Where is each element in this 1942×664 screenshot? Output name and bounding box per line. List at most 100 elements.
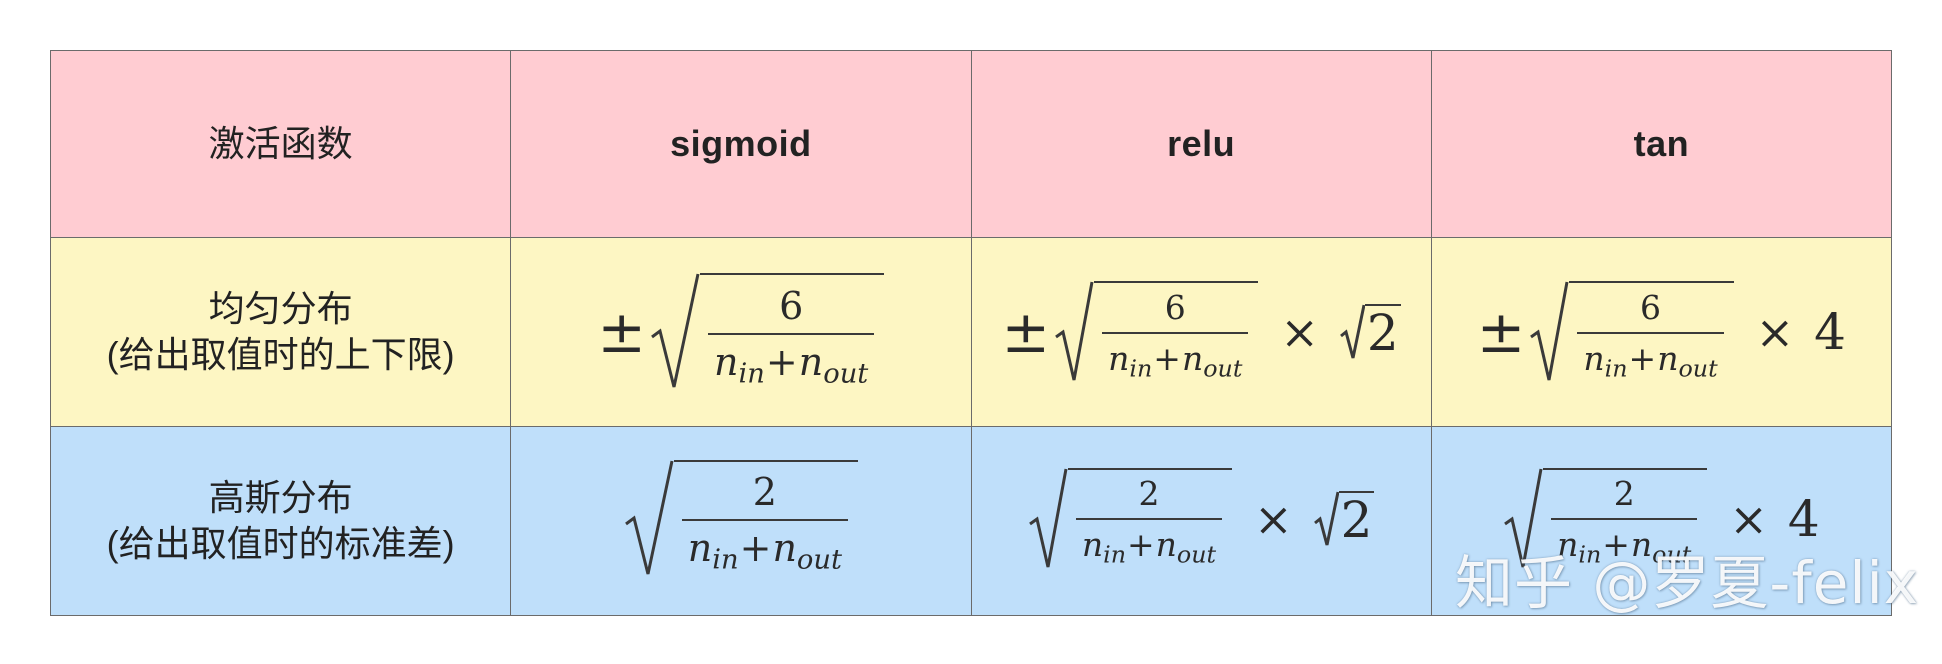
header-col-tan: tan — [1430, 50, 1893, 238]
times-symbol: × — [1755, 305, 1795, 359]
denom-plus: + — [1602, 525, 1630, 565]
numerator: 2 — [752, 470, 777, 515]
header-label: 激活函数 — [208, 123, 353, 164]
activation-init-table-container: 激活函数 sigmoid relu tan 均匀分布 (给出取值时的上下限) ± — [49, 50, 1893, 616]
denom-n: n — [772, 526, 797, 571]
denom-sub-in: in — [1578, 540, 1602, 569]
denom-sub-in: in — [712, 544, 739, 576]
numerator: 6 — [1164, 287, 1186, 327]
fraction-bar — [1551, 518, 1698, 521]
numerator: 6 — [1639, 287, 1661, 327]
radicand: 2 nin+nout — [1543, 467, 1708, 570]
plus-minus-symbol: ± — [1001, 298, 1051, 366]
formula-uniform-sigmoid: ± 6 nin+nout — [597, 273, 885, 391]
table-header-row: 激活函数 sigmoid relu tan — [49, 50, 1893, 238]
denom-sub-out: out — [823, 358, 869, 390]
denom-n: n — [1181, 338, 1204, 378]
radical-sign-icon — [1313, 491, 1339, 545]
formula-cell-uniform-relu: ± 6 nin+nout × — [970, 237, 1432, 427]
radical-sign-icon — [1339, 304, 1365, 359]
table-row-gaussian: 高斯分布 (给出取值时的标准差) 2 nin+nout — [49, 426, 1893, 616]
radical-sign-icon — [1530, 281, 1569, 381]
denom-plus: + — [1153, 338, 1181, 378]
row-label-note: (给出取值时的上下限) — [106, 334, 455, 375]
denominator: nin+nout — [1551, 520, 1697, 568]
plus-minus-symbol: ± — [1476, 298, 1526, 366]
fraction: 2 nin+nout — [1551, 474, 1698, 568]
denom-n: n — [1657, 338, 1679, 378]
table-row-uniform: 均匀分布 (给出取值时的上下限) ± 6 ni — [49, 237, 1893, 427]
radicand: 2 nin+nout — [673, 459, 859, 578]
fraction: 6 nin+nout — [1577, 287, 1724, 382]
denom-n: n — [798, 339, 824, 384]
times-symbol: × — [1729, 491, 1768, 546]
column-title: relu — [1167, 123, 1236, 164]
denominator: nin+nout — [708, 335, 874, 389]
column-title: sigmoid — [670, 123, 812, 164]
denominator: nin+nout — [1577, 334, 1723, 382]
denom-sub-out: out — [1176, 540, 1217, 569]
denom-plus: + — [1628, 338, 1657, 378]
formula-gaussian-tan: 2 nin+nout × 4 — [1503, 467, 1820, 570]
denom-n: n — [714, 339, 739, 384]
denom-plus: + — [1127, 525, 1155, 565]
numerator: 6 — [779, 283, 804, 328]
denom-sub-in: in — [1604, 354, 1628, 383]
denom-plus: + — [739, 526, 772, 571]
denominator: nin+nout — [1076, 520, 1222, 568]
header-label-cell: 激活函数 — [49, 50, 512, 238]
square-root: 6 nin+nout — [650, 273, 885, 391]
radicand: 6 nin+nout — [1094, 281, 1259, 383]
square-root: 6 nin+nout — [1529, 281, 1734, 383]
denom-sub-out: out — [1203, 354, 1243, 383]
square-root-two: 2 — [1313, 490, 1375, 549]
multiplier-value: 4 — [1787, 489, 1820, 548]
row-label-gaussian: 高斯分布 (给出取值时的标准差) — [49, 426, 512, 616]
formula-uniform-relu: ± 6 nin+nout × — [1002, 281, 1401, 383]
formula-cell-gaussian-sigmoid: 2 nin+nout — [510, 426, 972, 616]
header-col-sigmoid: sigmoid — [510, 50, 972, 238]
multiplier-value: 4 — [1814, 303, 1846, 361]
times-symbol: × — [1280, 305, 1319, 359]
fraction-bar — [681, 519, 849, 522]
square-root: 6 nin+nout — [1054, 281, 1259, 383]
radicand-two: 2 — [1364, 304, 1401, 362]
fraction-bar — [1075, 518, 1223, 521]
denom-sub-out: out — [796, 544, 843, 576]
activation-init-table: 激活函数 sigmoid relu tan 均匀分布 (给出取值时的上下限) ± — [49, 50, 1893, 616]
denom-plus: + — [765, 339, 798, 384]
square-root: 2 nin+nout — [624, 459, 859, 578]
fraction: 2 nin+nout — [1075, 474, 1223, 568]
watermark: 知乎 @罗夏-felix — [1455, 549, 1920, 617]
denominator: nin+nout — [682, 521, 848, 575]
fraction-bar — [708, 332, 875, 335]
radicand-two: 2 — [1338, 490, 1375, 549]
radical-sign-icon — [624, 460, 674, 574]
radical-sign-icon — [1028, 468, 1068, 567]
denom-n: n — [1583, 338, 1605, 378]
numerator: 2 — [1613, 474, 1635, 514]
square-root: 2 nin+nout — [1503, 467, 1708, 570]
radicand: 6 nin+nout — [1569, 281, 1734, 383]
denom-n: n — [1630, 525, 1653, 565]
radical-sign-icon — [1055, 281, 1094, 381]
formula-gaussian-relu: 2 nin+nout × 2 — [1028, 467, 1375, 570]
denom-n: n — [1557, 525, 1579, 565]
numerator: 2 — [1138, 474, 1160, 514]
denominator: nin+nout — [1102, 334, 1248, 382]
radicand: 2 nin+nout — [1067, 467, 1233, 570]
fraction: 6 nin+nout — [1102, 287, 1249, 382]
denom-n: n — [1155, 525, 1177, 565]
row-label-title: 均匀分布 — [208, 288, 353, 329]
denom-sub-out: out — [1652, 540, 1692, 569]
times-symbol: × — [1254, 491, 1293, 546]
square-root-two: 2 — [1339, 304, 1401, 360]
header-col-relu: relu — [970, 50, 1432, 238]
column-title: tan — [1633, 123, 1690, 164]
formula-gaussian-sigmoid: 2 nin+nout — [624, 459, 859, 578]
fraction: 2 nin+nout — [681, 470, 849, 575]
denom-n: n — [1081, 525, 1104, 565]
fraction-bar — [1102, 331, 1249, 334]
row-label-note: (给出取值时的标准差) — [106, 523, 455, 564]
formula-cell-uniform-sigmoid: ± 6 nin+nout — [510, 237, 972, 427]
